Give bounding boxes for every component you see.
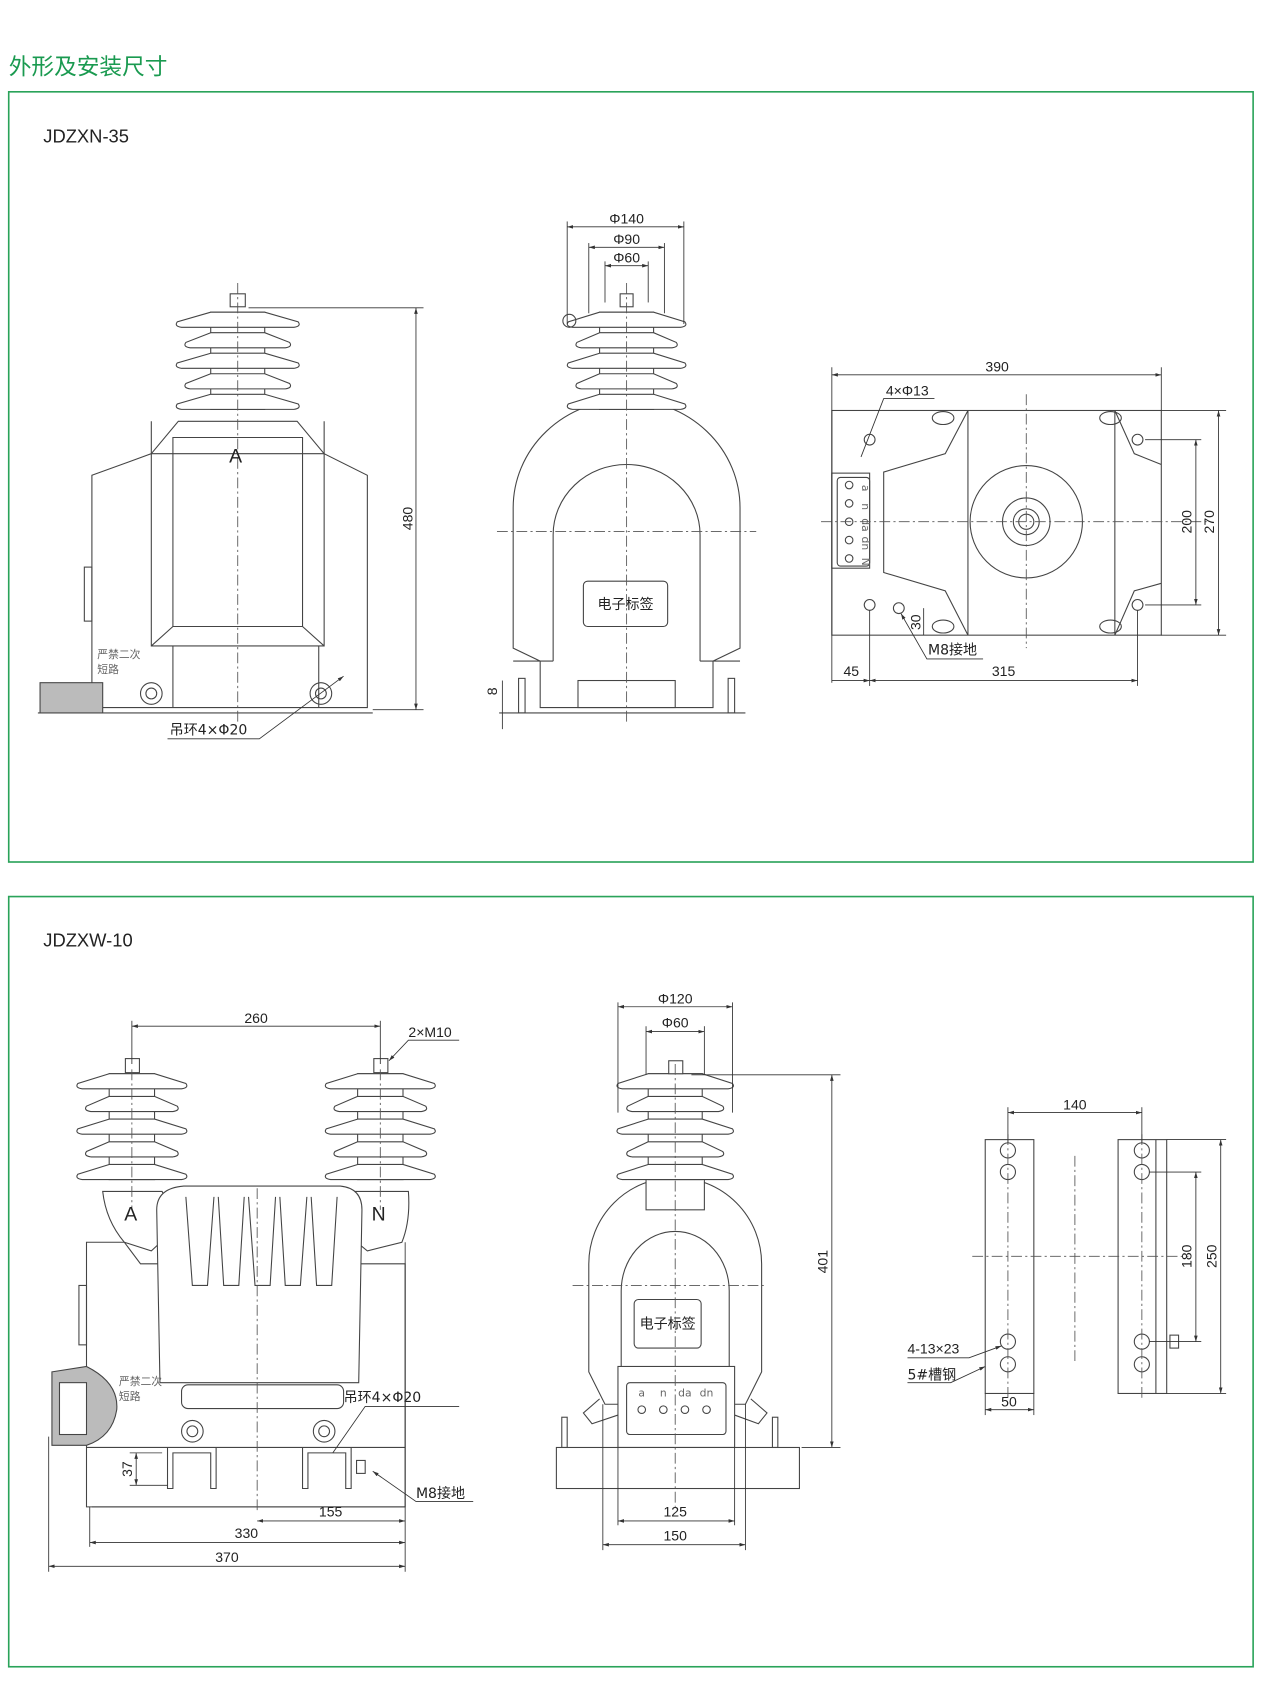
diameter-dimension: Φ90	[613, 231, 640, 247]
width-dimension: 390	[985, 359, 1009, 375]
ground-label: M8接地	[928, 642, 977, 659]
section-frame	[7, 895, 1254, 1668]
ground-offset-dimension: 30	[907, 614, 923, 630]
warning-text: 严禁二次	[119, 1374, 162, 1388]
section-jdzxn-35: JDZXN-35 A 480 严禁二次 短路 吊环4×Φ20	[7, 91, 1254, 863]
jdzxn-side-view: 电子标签 Φ140 Φ90 Φ60 8	[484, 211, 757, 730]
terminal-label: a	[638, 1387, 645, 1400]
lifting-ring-icon	[181, 1419, 204, 1443]
channel-rail-right	[1117, 1139, 1168, 1395]
insulator-shed	[616, 1073, 734, 1090]
diameter-dimension: Φ60	[662, 1014, 689, 1030]
terminal-screw-icon	[680, 1405, 690, 1414]
bellows	[185, 1196, 338, 1286]
terminal-label: da	[678, 1387, 691, 1400]
terminal-label: n	[859, 503, 872, 510]
terminal-screw-icon	[844, 480, 854, 490]
insulator-shed	[76, 1073, 188, 1090]
label-plate-text: 电子标签	[640, 1316, 696, 1333]
phase-label: A	[124, 1204, 137, 1226]
hole-spacing-dimension: 315	[992, 663, 1016, 679]
warning-text: 严禁二次	[97, 647, 140, 661]
insulator-shed	[575, 332, 678, 349]
ground-label: M8接地	[416, 1485, 465, 1502]
channel-rail-left	[984, 1139, 1035, 1395]
slots-label: 4-13×23	[907, 1340, 959, 1356]
label-plate	[633, 1298, 702, 1349]
base-dimension: 8	[484, 687, 500, 695]
terminal-screw-icon	[844, 499, 854, 508]
lifting-ring-icon	[312, 1419, 336, 1443]
terminal-screw-icon	[844, 554, 854, 563]
inner-width-dimension: 125	[663, 1504, 687, 1520]
model-name: JDZXN-35	[43, 126, 129, 147]
page-title: 外形及安装尺寸	[9, 55, 168, 81]
overall-width-dimension: 370	[215, 1549, 239, 1565]
ground-bolt-icon	[892, 602, 905, 615]
insulator-shed	[324, 1118, 436, 1135]
jdzxn-front-view: A 480 严禁二次 短路 吊环4×Φ20	[37, 283, 424, 740]
hole-spacing-dimension: 200	[1179, 510, 1195, 534]
holes-label: 4×Φ13	[886, 382, 929, 398]
lifting-ring-label: 吊环4×Φ20	[170, 723, 248, 739]
terminal-label: n	[660, 1387, 667, 1400]
secondary-terminal-box	[39, 682, 104, 714]
half-width-dimension: 155	[319, 1504, 343, 1520]
terminal-screw-icon	[659, 1405, 668, 1414]
terminal-label: N	[859, 558, 872, 566]
channel-label: 5#槽钢	[907, 1367, 956, 1383]
terminal-screw-icon	[844, 535, 854, 545]
terminal-screw-icon	[637, 1405, 647, 1414]
warning-text: 短路	[119, 1389, 141, 1403]
warning-text: 短路	[97, 662, 119, 676]
lifting-ring-icon	[139, 682, 163, 705]
rail-width-dimension: 50	[1001, 1393, 1017, 1409]
edge-offset-dimension: 45	[843, 663, 859, 679]
depth-dimension: 270	[1201, 510, 1217, 534]
terminal-nut-icon	[373, 1058, 389, 1074]
terminal-label: da	[859, 518, 872, 531]
insulator-shed	[175, 311, 300, 328]
terminal-label: dn	[700, 1387, 714, 1400]
terminal-block	[626, 1382, 727, 1436]
height-dimension: 401	[815, 1250, 831, 1274]
jdzxw-mounting-view: 140 180 250 4-13×23 5#槽钢 50	[907, 1096, 1227, 1416]
phase-label: N	[372, 1204, 386, 1226]
terminal-spacing-dimension: 260	[244, 1010, 268, 1026]
diameter-dimension: Φ140	[609, 211, 644, 227]
terminal-nut-icon	[668, 1060, 684, 1075]
diameter-dimension: Φ60	[613, 249, 640, 265]
insulator-shed	[76, 1118, 188, 1135]
model-name: JDZXW-10	[43, 929, 132, 950]
hole-spacing-dimension: 180	[1179, 1244, 1195, 1268]
outer-width-dimension: 150	[663, 1527, 687, 1543]
jdzxw-front-view: A N 260 2×M10 严禁二次 短路 吊环4×Φ20 37 M8接地 15…	[48, 1010, 474, 1572]
section-frame	[7, 91, 1254, 863]
label-plate	[582, 580, 669, 628]
terminal-screw-icon	[702, 1405, 711, 1414]
terminal-label: a	[859, 485, 872, 492]
terminal-label: dn	[859, 536, 872, 550]
rail-length-dimension: 250	[1203, 1244, 1219, 1268]
terminal-nut-icon	[124, 1058, 140, 1074]
label-plate-text: 电子标签	[597, 596, 653, 613]
lifting-ring-icon	[309, 682, 333, 705]
diameter-dimension: Φ120	[658, 991, 693, 1007]
rail-spacing-dimension: 140	[1063, 1096, 1087, 1112]
section-jdzxw-10: JDZXW-10	[7, 895, 1254, 1668]
terminal-bolt-label: 2×M10	[408, 1024, 451, 1040]
base-width-dimension: 330	[235, 1525, 259, 1541]
height-dimension: 480	[400, 507, 416, 531]
ground-bolt-icon	[356, 1459, 366, 1474]
insulator-shed	[184, 332, 292, 349]
insulator-shed	[324, 1073, 436, 1090]
foot-height-dimension: 37	[119, 1461, 135, 1477]
lifting-ring-label: 吊环4×Φ20	[344, 1390, 422, 1406]
phase-label: A	[229, 445, 242, 467]
